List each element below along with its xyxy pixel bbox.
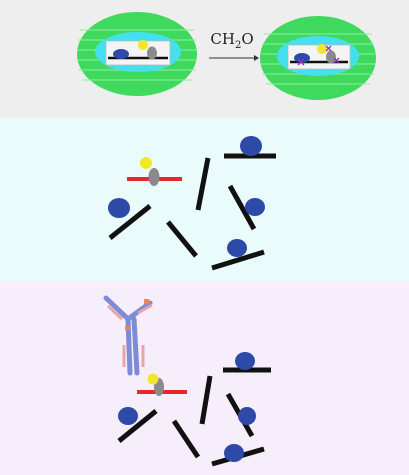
antibody-light-chains: [106, 303, 153, 367]
chromatin-fragments: [108, 136, 276, 271]
step-2-illustration: [0, 118, 409, 281]
fixation-arrow: CH2O: [209, 30, 259, 61]
step-3-panel: 3.: [0, 281, 409, 475]
gray-protein: [148, 168, 160, 186]
step-1-illustration: CH2O: [0, 0, 409, 118]
step-1-panel: 1. CH2O: [0, 0, 409, 118]
yellow-protein: [140, 157, 152, 169]
arrow-head: [254, 55, 259, 61]
step-3-illustration: [0, 281, 409, 475]
unbound-histones: [118, 352, 256, 462]
immunoprecipitated-target: [137, 373, 187, 396]
antibody: [103, 295, 153, 376]
step-3-background: [0, 281, 409, 475]
gray-protein: [147, 46, 157, 60]
yellow-protein: [138, 40, 148, 50]
step-2-background: [0, 118, 409, 281]
bound-histones: [108, 136, 265, 257]
crosslink-marks: [297, 45, 340, 66]
step-2-panel: 2.: [0, 118, 409, 281]
yellow-protein: [317, 44, 327, 54]
yellow-protein: [147, 373, 159, 385]
nucleus-before: [77, 12, 197, 96]
nucleus-after: [260, 16, 376, 100]
antibody-tags: [125, 299, 149, 330]
histone-protein: [294, 53, 310, 63]
reagent-label: CH2O: [210, 30, 253, 51]
gray-protein: [326, 50, 336, 64]
unbound-dna-fragments: [117, 367, 271, 467]
histone-protein: [113, 49, 129, 59]
sheared-dna-fragments: [108, 153, 276, 271]
